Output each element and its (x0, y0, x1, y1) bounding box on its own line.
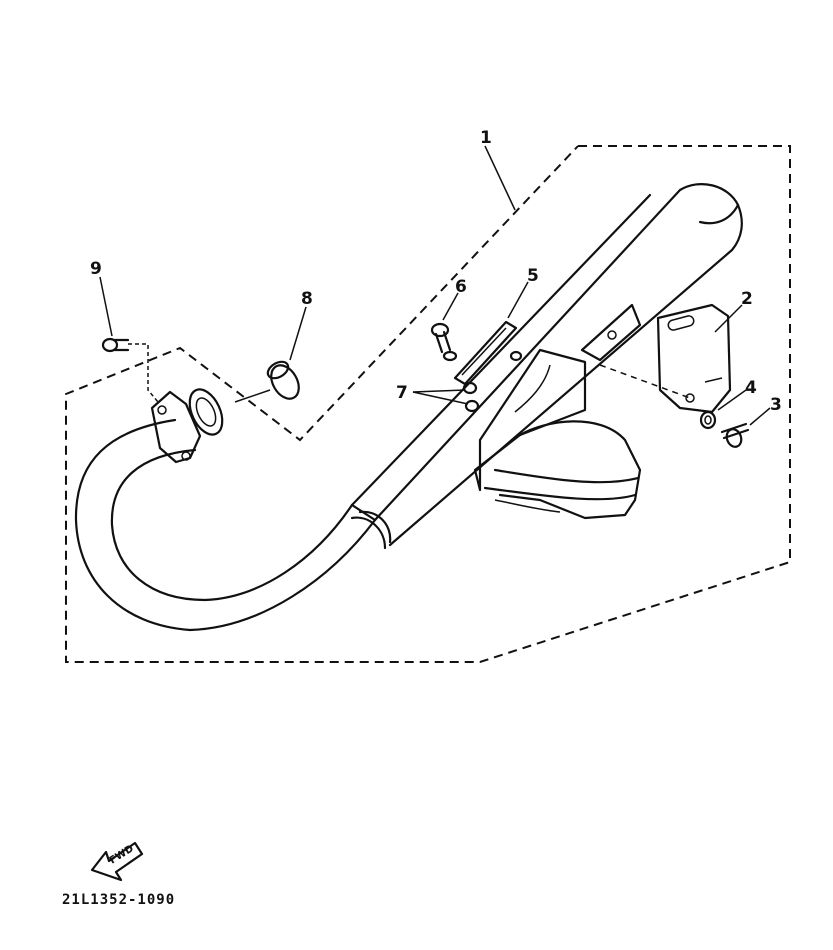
gasket-part-5 (453, 320, 518, 386)
fwd-label: FWD (108, 843, 136, 866)
exhaust-pipe (74, 418, 392, 632)
nut-part-4 (699, 410, 717, 430)
callout-9: 9 (90, 259, 102, 279)
callout-2: 2 (741, 289, 753, 309)
part-code: 21L1352-1090 (62, 892, 176, 908)
assembly-boundary (65, 145, 791, 663)
fwd-arrow-icon: FWD (90, 841, 144, 882)
heat-shield (473, 348, 642, 520)
callout-6: 6 (455, 277, 467, 297)
bolt-part-3 (720, 422, 750, 448)
callout-7: 7 (396, 383, 408, 403)
mounting-tab (580, 303, 642, 362)
callout-3: 3 (770, 395, 782, 415)
ring-part-8 (234, 360, 300, 403)
leader-lines (99, 145, 771, 426)
muffler (350, 183, 743, 547)
callout-8: 8 (301, 289, 313, 309)
callout-5: 5 (527, 266, 539, 286)
exhaust-flange (150, 388, 224, 464)
callout-1: 1 (480, 128, 492, 148)
bolt-part-6 (430, 322, 458, 362)
callout-4: 4 (745, 378, 757, 398)
bracket-part-2 (599, 303, 732, 414)
bolt-part-9 (101, 337, 159, 403)
washers-part-7 (462, 350, 523, 413)
